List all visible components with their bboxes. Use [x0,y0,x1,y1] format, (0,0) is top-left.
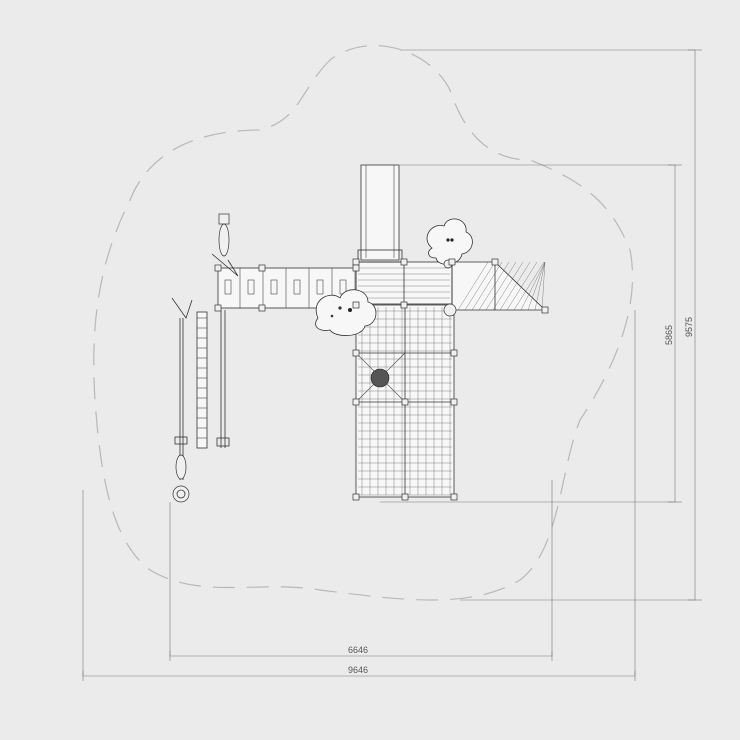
overall-width-label: 9646 [348,665,368,675]
totem [211,213,239,277]
inner-dimension-frame [380,164,676,503]
overall-width-ext [82,310,636,677]
equipment-width-ext [169,480,553,657]
slide-icon [357,164,403,263]
bridge [217,267,357,309]
net-center-ring [370,368,390,388]
pole-mid [216,310,230,448]
overall-depth-label: 9575 [684,317,694,337]
cloud-panel-top [426,218,473,269]
swing-icon [171,297,193,503]
ladder-left [196,311,208,449]
equipment-width-label: 6646 [348,645,368,655]
outer-dimension-frame [400,49,696,601]
upper-deck [355,261,453,305]
equipment-depth-label: 5865 [664,325,674,345]
roof-panel-icon [443,261,546,317]
post-markers [214,258,549,501]
safety-zone-outline [93,45,634,601]
cloud-panel-icon [315,289,377,336]
